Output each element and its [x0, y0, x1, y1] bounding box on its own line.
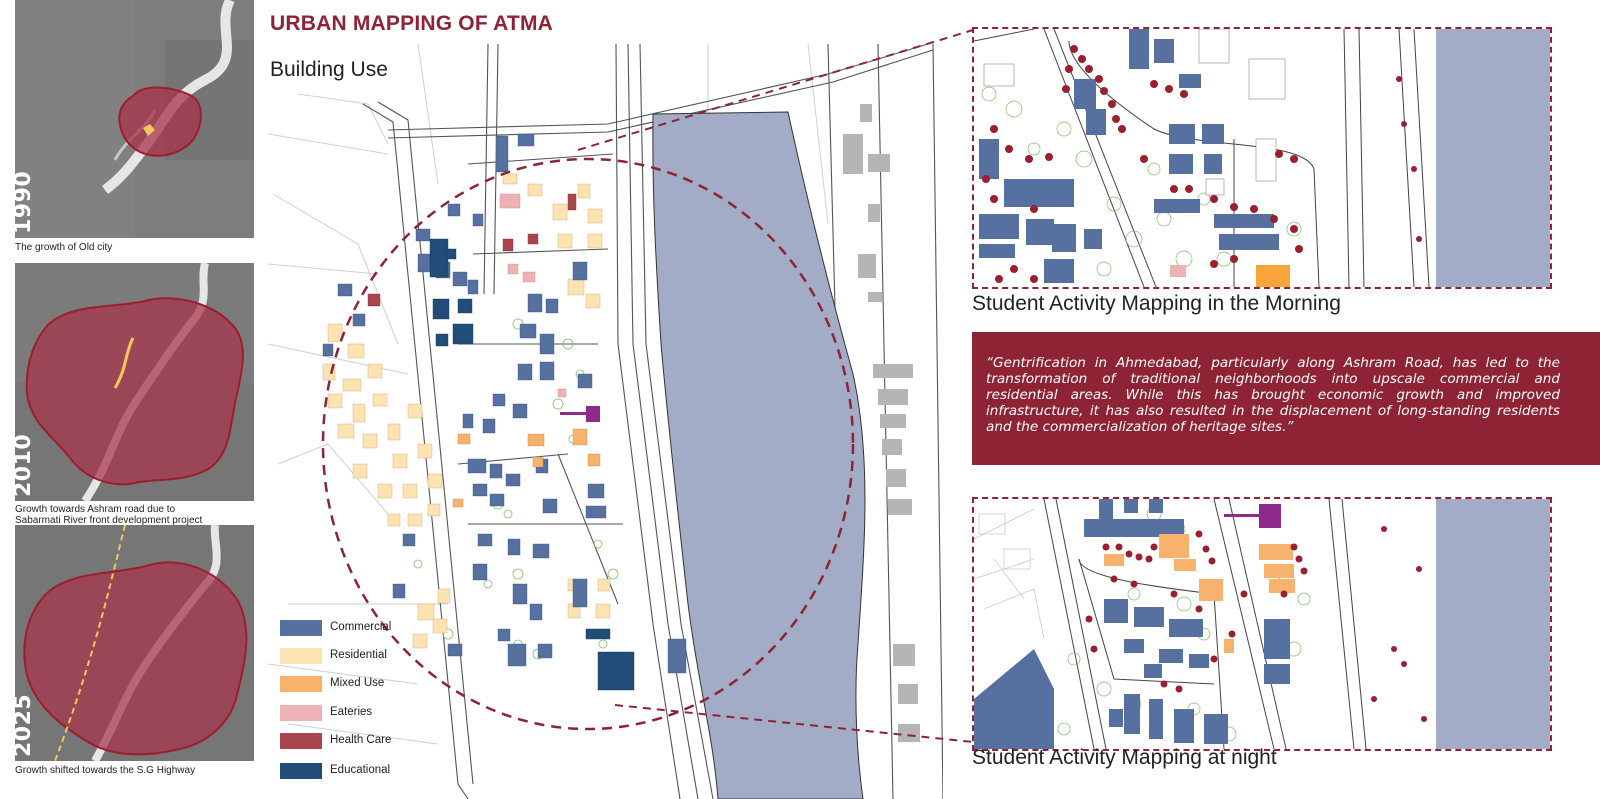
city-extent-1990: [118, 86, 202, 157]
satellite-panel-1990: 1990: [15, 0, 254, 238]
morning-inset-caption: Student Activity Mapping in the Morning: [972, 292, 1341, 315]
morning-activity-map: [974, 29, 1550, 287]
city-extent-2010: [25, 297, 244, 486]
educational-buildings: [429, 238, 635, 691]
timeline-caption-2025: Growth shifted towards the S.G Highway: [15, 765, 196, 776]
river-segment: [1436, 29, 1550, 287]
activity-dots-night: [1085, 526, 1427, 722]
building-use-map: [268, 44, 943, 799]
legend-swatch-mixed-use: [280, 676, 322, 692]
night-inset-caption: Student Activity Mapping at night: [972, 746, 1277, 769]
page-title: URBAN MAPPING OF ATMA: [270, 12, 554, 35]
satellite-panel-2025: 2025: [15, 525, 254, 761]
sabarmati-river: [652, 111, 866, 799]
satellite-map-2010: [15, 263, 254, 501]
timeline-caption-1990: The growth of Old city: [15, 242, 113, 253]
river-segment: [1436, 499, 1550, 749]
legend-swatch-eateries: [280, 705, 322, 721]
satellite-map-2025: [15, 525, 254, 761]
legend-label: Residential: [330, 649, 387, 661]
legend-label: Educational: [330, 764, 391, 776]
institutional-building: [1224, 504, 1281, 528]
legend-swatch-residential: [280, 648, 322, 664]
legend-swatch-educational: [280, 763, 322, 779]
map-subtitle: Building Use: [270, 58, 388, 81]
ashram-road-line: [113, 337, 135, 389]
timeline-caption-2010: Growth towards Ashram road due to Sabarm…: [15, 504, 203, 526]
legend-label: Eateries: [330, 706, 373, 718]
institutional-building: [560, 406, 600, 422]
sg-highway-line: [54, 525, 126, 761]
commercial-buildings: [322, 133, 687, 674]
mixed-use-highlight: [1256, 265, 1290, 287]
residential-buildings: [322, 173, 611, 649]
satellite-map-1990: [15, 0, 254, 238]
legend-swatch-health-care: [280, 733, 322, 749]
legend-label: Mixed Use: [330, 677, 385, 689]
mixed-use-buildings: [452, 428, 601, 508]
inset-morning-map: [972, 27, 1552, 289]
city-extent-2025: [23, 561, 248, 756]
context-roads: [268, 44, 829, 745]
legend-label: Commercial: [330, 621, 392, 633]
health-care-buildings: [367, 193, 577, 307]
activity-dots-morning: [982, 45, 1422, 283]
gentrification-quote-box: “Gentrification in Ahmedabad, particular…: [972, 332, 1600, 465]
satellite-panel-2010: 2010: [15, 263, 254, 501]
night-activity-map: [974, 499, 1550, 749]
old-city-core: [143, 124, 155, 136]
inset-night-map: [972, 497, 1552, 751]
legend-label: Health Care: [330, 734, 392, 746]
legend-swatch-commercial: [280, 620, 322, 636]
focus-area-circle: [321, 157, 855, 731]
eateries-buildings: [499, 193, 567, 398]
gentrification-quote: “Gentrification in Ahmedabad, particular…: [986, 355, 1560, 435]
right-bank-buildings: [843, 104, 920, 742]
